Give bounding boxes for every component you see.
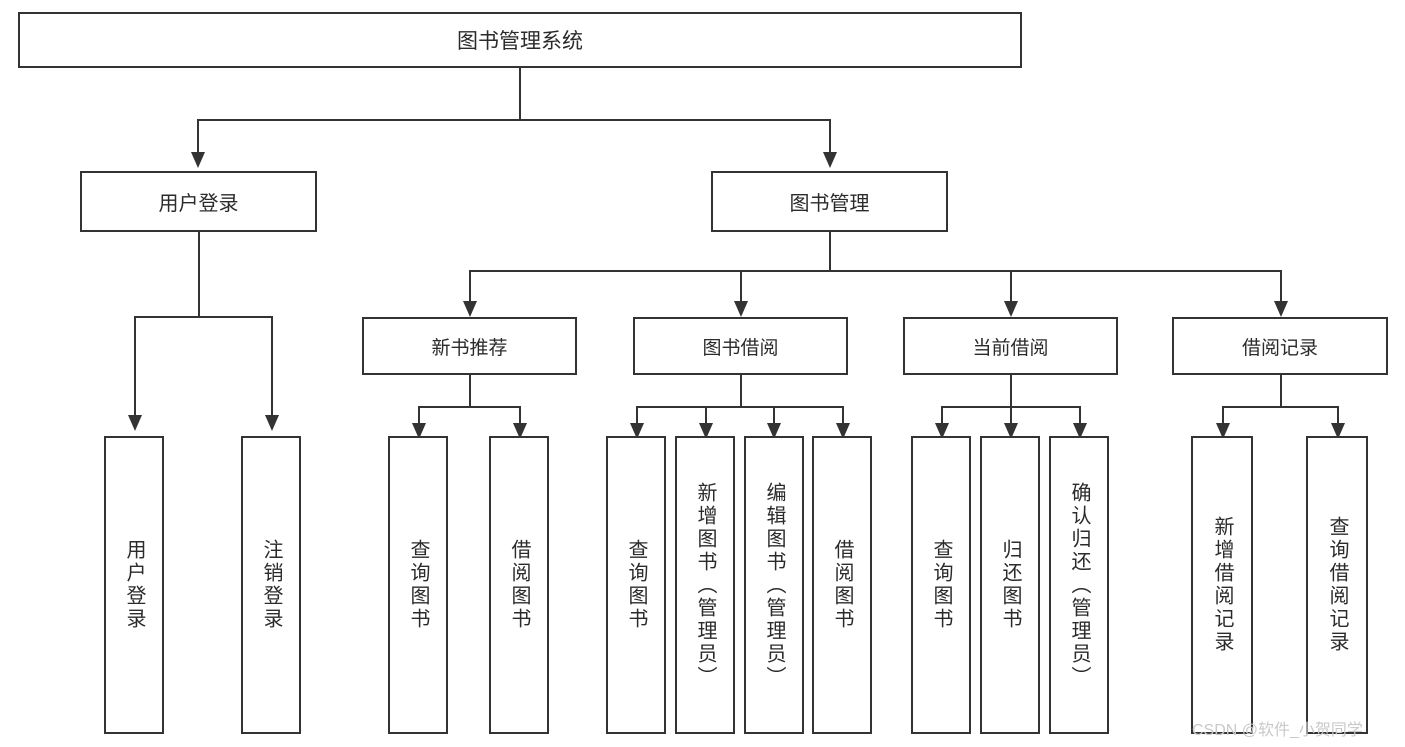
arrowhead-root-to-book-manage bbox=[823, 152, 837, 168]
leaf-label: 新增图书（管理员） bbox=[694, 481, 716, 689]
leaf-current-borrow-return-book[interactable]: 归还图书 bbox=[980, 436, 1040, 734]
arrowhead-current-borrow-to-leaf-3 bbox=[1073, 423, 1087, 439]
connector-book-manage-to-current bbox=[1010, 270, 1012, 302]
leaf-label: 查询图书 bbox=[625, 539, 647, 631]
connector-book-manage-to-new-book bbox=[469, 270, 471, 302]
node-user-login[interactable]: 用户登录 bbox=[80, 171, 317, 232]
node-book-manage[interactable]: 图书管理 bbox=[711, 171, 948, 232]
connector-book-manage-to-record bbox=[1280, 270, 1282, 302]
connector-user-login-to-leaf-2 bbox=[271, 316, 273, 416]
connector-new-book-bus bbox=[418, 406, 521, 408]
connector-book-borrow-to-leaf-4 bbox=[842, 406, 844, 426]
connector-current-borrow-to-leaf-3 bbox=[1079, 406, 1081, 426]
node-label: 当前借阅 bbox=[972, 337, 1049, 359]
arrowhead-book-borrow-to-leaf-3 bbox=[767, 423, 781, 439]
connector-new-book-to-leaf-2 bbox=[519, 406, 521, 426]
leaf-label: 借阅图书 bbox=[508, 539, 530, 631]
connector-user-login-to-leaf-1 bbox=[134, 316, 136, 416]
node-label: 图书管理系统 bbox=[457, 30, 583, 53]
leaf-book-borrow-add-book[interactable]: 新增图书（管理员） bbox=[675, 436, 735, 734]
arrowhead-user-login-to-leaf-2 bbox=[265, 415, 279, 431]
connector-current-borrow-stem bbox=[1010, 375, 1012, 407]
leaf-current-borrow-confirm-return[interactable]: 确认归还（管理员） bbox=[1049, 436, 1109, 734]
connector-borrow-record-stem bbox=[1280, 375, 1282, 407]
connector-root-to-user-login bbox=[197, 119, 199, 153]
arrowhead-book-manage-to-borrow bbox=[734, 301, 748, 317]
node-current-borrow[interactable]: 当前借阅 bbox=[903, 317, 1118, 375]
leaf-borrow-record-add-record[interactable]: 新增借阅记录 bbox=[1191, 436, 1253, 734]
leaf-book-borrow-borrow-book[interactable]: 借阅图书 bbox=[812, 436, 872, 734]
node-label: 借阅记录 bbox=[1241, 337, 1318, 359]
node-borrow-record[interactable]: 借阅记录 bbox=[1172, 317, 1388, 375]
leaf-label: 归还图书 bbox=[999, 539, 1021, 631]
leaf-label: 查询借阅记录 bbox=[1326, 516, 1348, 654]
arrowhead-current-borrow-to-leaf-1 bbox=[935, 423, 949, 439]
connector-book-borrow-bus bbox=[636, 406, 844, 408]
arrowhead-borrow-record-to-leaf-2 bbox=[1331, 423, 1345, 439]
leaf-current-borrow-query-book[interactable]: 查询图书 bbox=[911, 436, 971, 734]
connector-new-book-to-leaf-1 bbox=[418, 406, 420, 426]
connector-current-borrow-to-leaf-1 bbox=[941, 406, 943, 426]
leaf-label: 注销登录 bbox=[260, 539, 282, 631]
connector-user-login-bus bbox=[134, 316, 272, 318]
leaf-label: 确认归还（管理员） bbox=[1068, 481, 1090, 689]
leaf-borrow-record-query-record[interactable]: 查询借阅记录 bbox=[1306, 436, 1368, 734]
arrowhead-book-borrow-to-leaf-4 bbox=[836, 423, 850, 439]
connector-book-manage-bus bbox=[469, 270, 1280, 272]
connector-book-manage-stem bbox=[829, 232, 831, 271]
arrowhead-user-login-to-leaf-1 bbox=[128, 415, 142, 431]
connector-borrow-record-to-leaf-2 bbox=[1337, 406, 1339, 426]
arrowhead-book-manage-to-current bbox=[1004, 301, 1018, 317]
leaf-label: 新增借阅记录 bbox=[1211, 516, 1233, 654]
node-label: 图书管理 bbox=[789, 193, 870, 215]
node-label: 图书借阅 bbox=[702, 337, 779, 359]
arrowhead-book-borrow-to-leaf-2 bbox=[699, 423, 713, 439]
connector-root-stem bbox=[519, 68, 521, 120]
arrowhead-root-to-user-login bbox=[191, 152, 205, 168]
connector-book-borrow-to-leaf-1 bbox=[636, 406, 638, 426]
arrowhead-book-borrow-to-leaf-1 bbox=[630, 423, 644, 439]
arrowhead-book-manage-to-new-book bbox=[463, 301, 477, 317]
arrowhead-new-book-to-leaf-2 bbox=[513, 423, 527, 439]
leaf-user-login-login[interactable]: 用户登录 bbox=[104, 436, 164, 734]
arrowhead-book-manage-to-record bbox=[1274, 301, 1288, 317]
connector-user-login-stem bbox=[198, 232, 200, 317]
connector-borrow-record-to-leaf-1 bbox=[1222, 406, 1224, 426]
node-label: 新书推荐 bbox=[431, 337, 508, 359]
leaf-new-book-borrow-book[interactable]: 借阅图书 bbox=[489, 436, 549, 734]
leaf-book-borrow-query-book[interactable]: 查询图书 bbox=[606, 436, 666, 734]
leaf-label: 用户登录 bbox=[123, 539, 145, 631]
leaf-book-borrow-edit-book[interactable]: 编辑图书（管理员） bbox=[744, 436, 804, 734]
leaf-label: 编辑图书（管理员） bbox=[763, 481, 785, 689]
connector-book-borrow-stem bbox=[740, 375, 742, 407]
connector-book-borrow-to-leaf-3 bbox=[773, 406, 775, 426]
node-root-system[interactable]: 图书管理系统 bbox=[18, 12, 1022, 68]
connector-book-borrow-to-leaf-2 bbox=[705, 406, 707, 426]
connector-root-bus bbox=[197, 119, 831, 121]
connector-root-to-book-manage bbox=[829, 119, 831, 153]
arrowhead-borrow-record-to-leaf-1 bbox=[1216, 423, 1230, 439]
connector-new-book-stem bbox=[469, 375, 471, 407]
leaf-label: 借阅图书 bbox=[831, 539, 853, 631]
node-book-borrow[interactable]: 图书借阅 bbox=[633, 317, 848, 375]
node-label: 用户登录 bbox=[158, 193, 239, 215]
leaf-label: 查询图书 bbox=[407, 539, 429, 631]
leaf-user-login-logout[interactable]: 注销登录 bbox=[241, 436, 301, 734]
arrowhead-current-borrow-to-leaf-2 bbox=[1004, 423, 1018, 439]
connector-borrow-record-bus bbox=[1222, 406, 1339, 408]
connector-book-manage-to-borrow bbox=[740, 270, 742, 302]
connector-current-borrow-to-leaf-2 bbox=[1010, 406, 1012, 426]
leaf-label: 查询图书 bbox=[930, 539, 952, 631]
arrowhead-new-book-to-leaf-1 bbox=[412, 423, 426, 439]
csdn-watermark: CSDN @软件_小贺同学 bbox=[1192, 722, 1363, 739]
leaf-new-book-query-book[interactable]: 查询图书 bbox=[388, 436, 448, 734]
node-new-book-recommend[interactable]: 新书推荐 bbox=[362, 317, 577, 375]
